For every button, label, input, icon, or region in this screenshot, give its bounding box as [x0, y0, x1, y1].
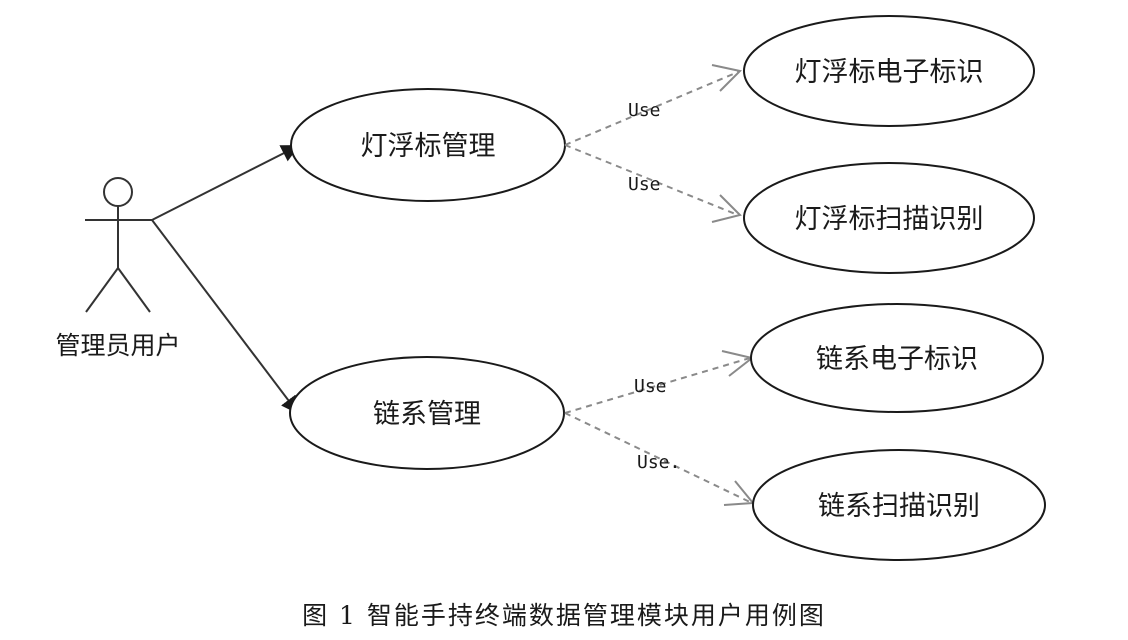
association-arrow-chain-management	[151, 219, 300, 415]
actor-label: 管理员用户	[55, 331, 180, 360]
actor-left-leg	[85, 267, 119, 313]
use-case-label: 链系电子标识	[816, 344, 978, 375]
use-label-3: Use	[634, 376, 667, 397]
use-case-diagram: 管理员用户 灯浮标管理 链系管理 Use Use Use Use. 灯浮标电子标…	[55, 15, 1046, 561]
use-case-label: 灯浮标管理	[361, 131, 496, 162]
use-dependency-2	[564, 144, 742, 223]
use-case-light-buoy-electronic-id[interactable]: 灯浮标电子标识	[743, 15, 1035, 127]
actor-figure[interactable]	[85, 177, 152, 313]
use-case-light-buoy-management[interactable]: 灯浮标管理	[290, 88, 566, 202]
use-case-chain-scan-recognition[interactable]: 链系扫描识别	[752, 449, 1046, 561]
use-label-4: Use.	[637, 452, 680, 473]
use-case-label: 灯浮标电子标识	[795, 57, 984, 88]
use-label-1: Use	[628, 100, 661, 121]
use-case-light-buoy-scan-recognition[interactable]: 灯浮标扫描识别	[743, 162, 1035, 274]
use-case-chain-electronic-id[interactable]: 链系电子标识	[750, 303, 1044, 413]
association-arrow-light-buoy-management	[151, 145, 300, 221]
use-case-label: 灯浮标扫描识别	[795, 204, 984, 235]
actor-right-leg	[117, 267, 151, 313]
use-case-chain-management[interactable]: 链系管理	[289, 356, 565, 470]
figure-caption: 图 1 智能手持终端数据管理模块用户用例图	[302, 601, 826, 630]
use-label-2: Use	[628, 174, 661, 195]
actor-head	[103, 177, 133, 207]
use-case-label: 链系扫描识别	[818, 491, 980, 522]
use-dependency-1	[564, 64, 743, 146]
use-case-label: 链系管理	[373, 399, 481, 430]
